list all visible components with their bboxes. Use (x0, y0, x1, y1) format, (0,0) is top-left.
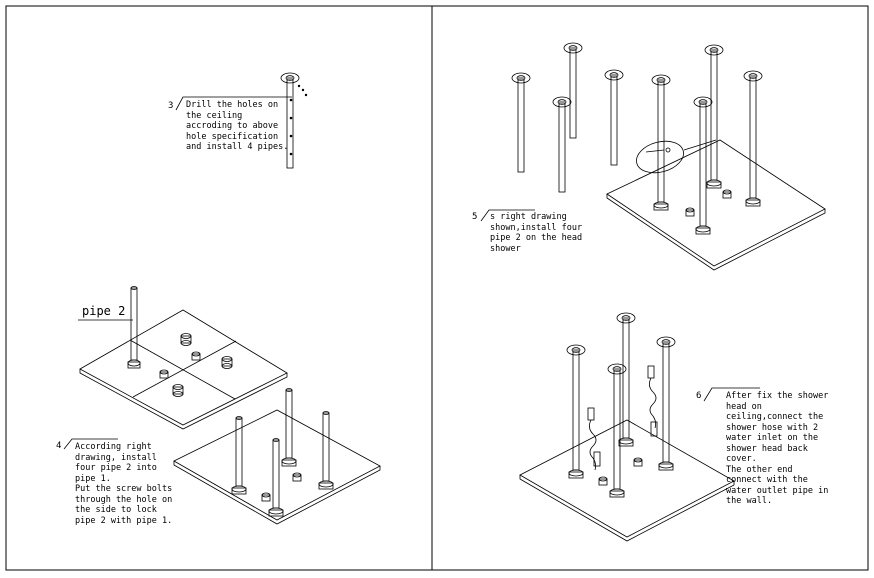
step6-line: The other end (726, 464, 793, 475)
step6-line: After fix the shower (726, 391, 829, 401)
step6-callout (703, 387, 760, 402)
step3-line: Drill the holes on (186, 100, 279, 110)
step3-instructions: Drill the holes on the ceiling accroding… (186, 100, 296, 153)
step4-line: Put the screw bolts (75, 484, 173, 494)
step6-line: shower hose with 2 (726, 422, 819, 433)
step3-number: 3 (168, 101, 174, 111)
step4-line: pipe 2 with pipe 1. (75, 515, 173, 526)
step6-line: water inlet on the (726, 433, 819, 443)
step4-assembly-drawing (173, 388, 381, 525)
outer-border (5, 5, 869, 571)
step4-line: According right (75, 442, 152, 452)
step5-line: shower (490, 243, 521, 254)
step4-plate-drawing (79, 286, 288, 430)
step4-instructions: According right drawing, install four pi… (75, 442, 195, 526)
step5-line: shown,install four (490, 222, 583, 233)
step3-callout (175, 96, 292, 111)
step3-drawing (280, 72, 308, 169)
step4-line: through the hole on (75, 494, 173, 505)
step4-number: 4 (56, 441, 62, 451)
step6-line: water outlet pipe in (726, 485, 829, 496)
step3-line: hole specification (186, 131, 279, 142)
step6-line: cover. (726, 454, 757, 464)
step6-line: shower head back (726, 443, 808, 454)
step3-line: the ceiling (186, 110, 243, 121)
step5-callout (480, 209, 535, 222)
step4-line: the side to lock (75, 505, 157, 515)
step3-line: and install 4 pipes. (186, 142, 289, 152)
step6-number: 6 (696, 391, 702, 401)
step6-drawing (519, 312, 735, 542)
step4-line: pipe 1. (75, 473, 111, 484)
step4-callout (63, 438, 118, 450)
step5-drawing (511, 42, 826, 271)
pipe2-label: pipe 2 (82, 304, 126, 318)
step6-line: connect with the (726, 475, 808, 485)
step5-number: 5 (472, 212, 478, 222)
step5-instructions: s right drawing shown,install four pipe … (490, 212, 600, 254)
step3-line: accroding to above (186, 121, 279, 131)
step4-line: drawing, install (75, 452, 157, 463)
step6-line: ceiling,connect the (726, 412, 824, 422)
step4-line: four pipe 2 into (75, 463, 157, 473)
step5-line: s right drawing (490, 212, 567, 222)
step6-instructions: After fix the shower head on ceiling,con… (726, 391, 844, 507)
step6-line: the wall. (726, 496, 773, 506)
step6-line: head on (726, 401, 762, 412)
step5-line: pipe 2 on the head (490, 233, 583, 243)
